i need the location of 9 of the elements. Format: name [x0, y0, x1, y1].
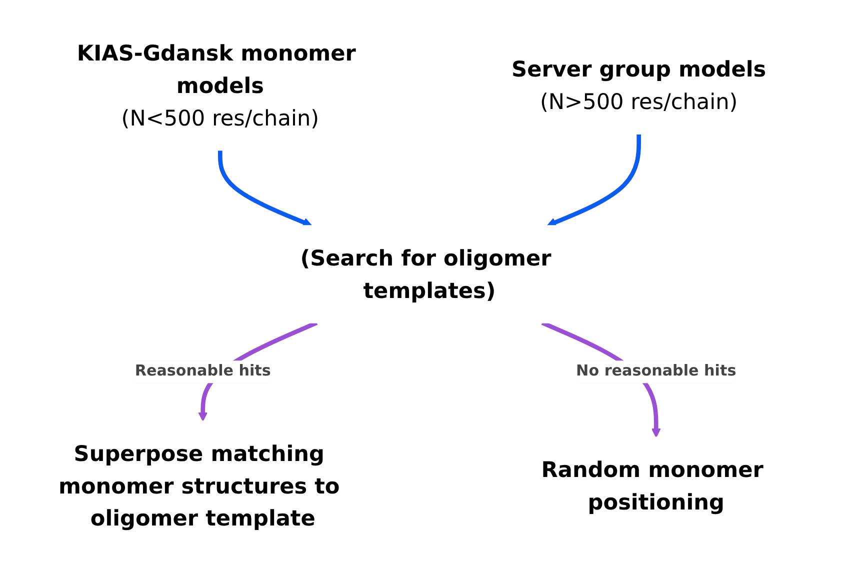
node-text: (Search for oligomer templates)	[300, 245, 552, 304]
edge-label: Reasonable hits	[134, 362, 271, 380]
node-text: KIAS-Gdansk monomer models (N<500 res/chain)	[76, 40, 356, 131]
node-text: Superpose matching monomer structures to oligomer template	[58, 440, 340, 532]
arrow	[218, 150, 312, 227]
node-text: Server group models (N>500 res/chain)	[512, 56, 766, 114]
arrow	[546, 134, 641, 227]
node-text: Random monomer positioning	[541, 456, 764, 515]
edge-label: No reasonable hits	[576, 362, 736, 380]
